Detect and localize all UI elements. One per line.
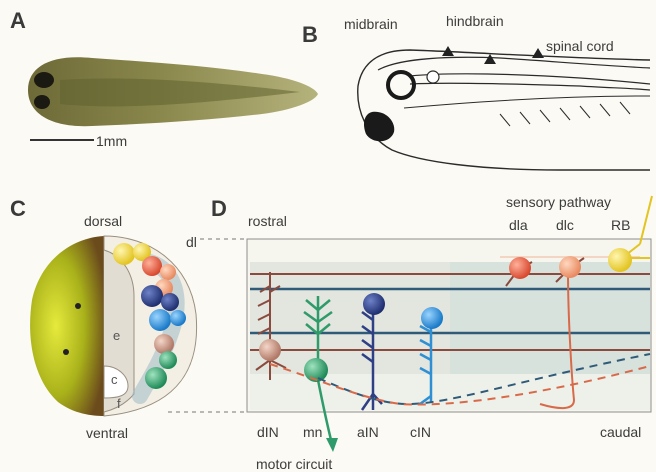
- label-dorsal: dorsal: [84, 213, 122, 229]
- scale-bar-label: 1mm: [96, 133, 127, 149]
- otic-vesicle-icon: [427, 71, 439, 83]
- panel-c-letter: C: [10, 196, 26, 221]
- cement-gland-icon: [364, 112, 394, 141]
- zone-label-c: c: [111, 372, 118, 387]
- zone-label-f: f: [117, 396, 121, 411]
- panel-a-letter: A: [10, 8, 26, 33]
- label-cin: cIN: [410, 424, 431, 440]
- label-caudal: caudal: [600, 424, 641, 440]
- zone-label-e: e: [113, 328, 120, 343]
- cord-section-photo: [30, 236, 104, 416]
- tadpole-photo: [28, 57, 318, 126]
- eye-icon: [388, 72, 414, 98]
- label-mn: mn: [303, 424, 322, 440]
- panel-a: A 1mm: [10, 8, 318, 149]
- label-sensory-pathway: sensory pathway: [506, 194, 611, 210]
- label-dla: dla: [509, 217, 528, 233]
- hindbrain-marker-icon: [484, 54, 496, 64]
- label-spinal-cord: spinal cord: [546, 38, 614, 54]
- panel-b-letter: B: [302, 22, 318, 47]
- label-rb: RB: [611, 217, 630, 233]
- label-dlc: dlc: [556, 217, 574, 233]
- spinal-cord-marker-icon: [532, 48, 544, 58]
- label-motor-circuit: motor circuit: [256, 456, 332, 472]
- panel-c: C dorsal ventral e c f dl: [10, 196, 246, 441]
- label-ventral: ventral: [86, 425, 128, 441]
- label-ain: aIN: [357, 424, 379, 440]
- label-hindbrain: hindbrain: [446, 13, 504, 29]
- panel-d: D rostral caudal sensory pathway motor c…: [211, 194, 652, 472]
- label-midbrain: midbrain: [344, 16, 398, 32]
- zone-label-dl: dl: [186, 234, 197, 250]
- label-rostral: rostral: [248, 213, 287, 229]
- label-din: dIN: [257, 424, 279, 440]
- panel-b: B midbrain hindbrain spinal cord: [302, 13, 650, 170]
- panel-d-letter: D: [211, 196, 227, 221]
- head-outline: [358, 50, 650, 170]
